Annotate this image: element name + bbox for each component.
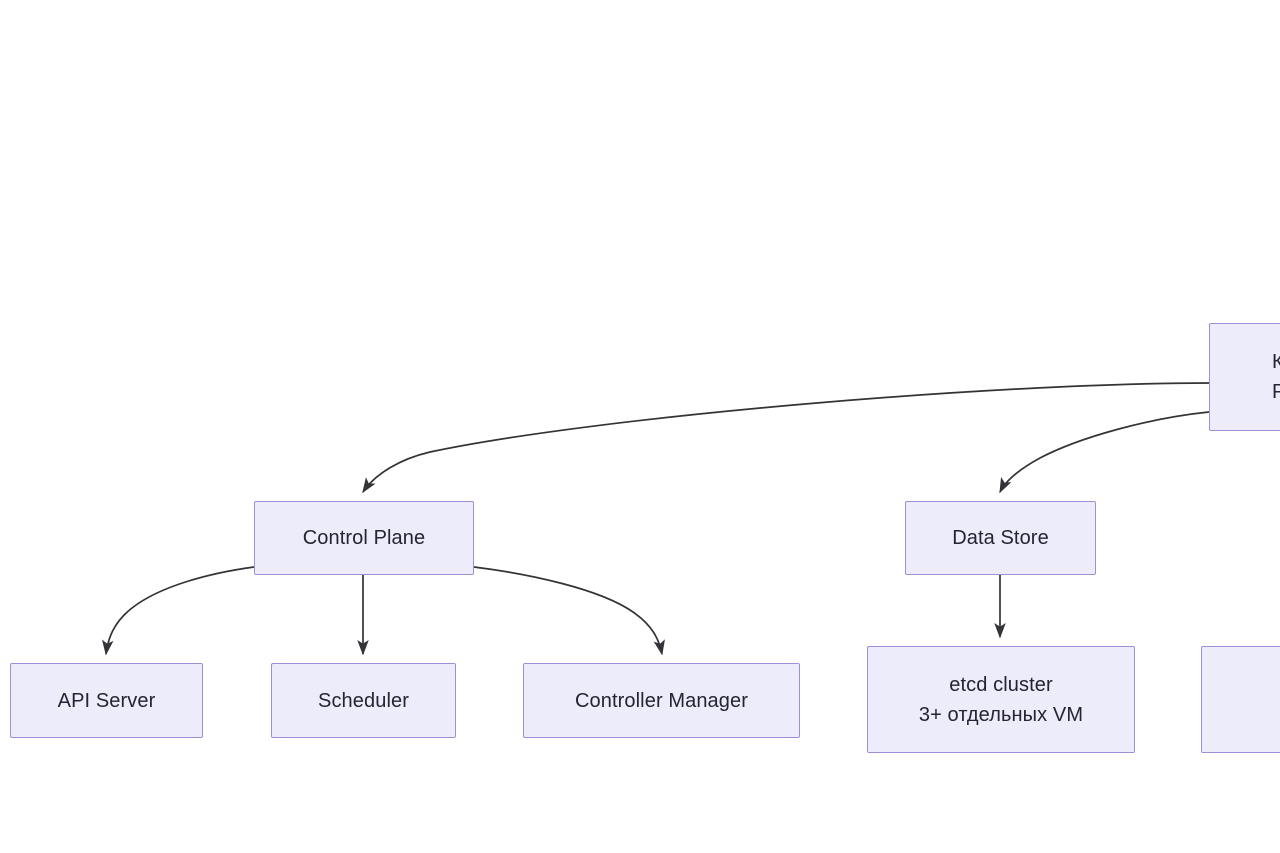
node-etcd-cluster-line-1: etcd cluster (949, 673, 1053, 696)
node-control-plane-label: Control Plane (302, 527, 426, 549)
node-api-server[interactable]: API Server (10, 663, 203, 738)
node-etcd-cluster[interactable]: etcd cluster 3+ отдельных VM (867, 646, 1135, 753)
node-root-line-1: К (1272, 351, 1280, 373)
node-install[interactable]: уста (1201, 646, 1280, 753)
node-install-label: уста (1257, 685, 1280, 715)
edge-root-to-control-plane (362, 382, 1210, 494)
node-scheduler[interactable]: Scheduler (271, 663, 456, 738)
edge-control-plane-to-api-server (101, 566, 255, 656)
node-controller-manager[interactable]: Controller Manager (523, 663, 800, 738)
node-root-line-2: Раз (1272, 381, 1280, 403)
node-controller-manager-label: Controller Manager (575, 689, 748, 712)
edge-root-to-data-store (999, 411, 1210, 494)
node-etcd-cluster-line-2: 3+ отдельных VM (918, 703, 1084, 726)
node-data-store[interactable]: Data Store (905, 501, 1096, 575)
edge-control-plane-to-controller-manager (473, 566, 665, 656)
node-control-plane[interactable]: Control Plane (254, 501, 474, 575)
node-root[interactable]: К Раз (1209, 323, 1280, 431)
node-api-server-label: API Server (57, 689, 156, 712)
node-scheduler-label: Scheduler (318, 689, 409, 712)
node-data-store-label: Data Store (952, 527, 1049, 549)
